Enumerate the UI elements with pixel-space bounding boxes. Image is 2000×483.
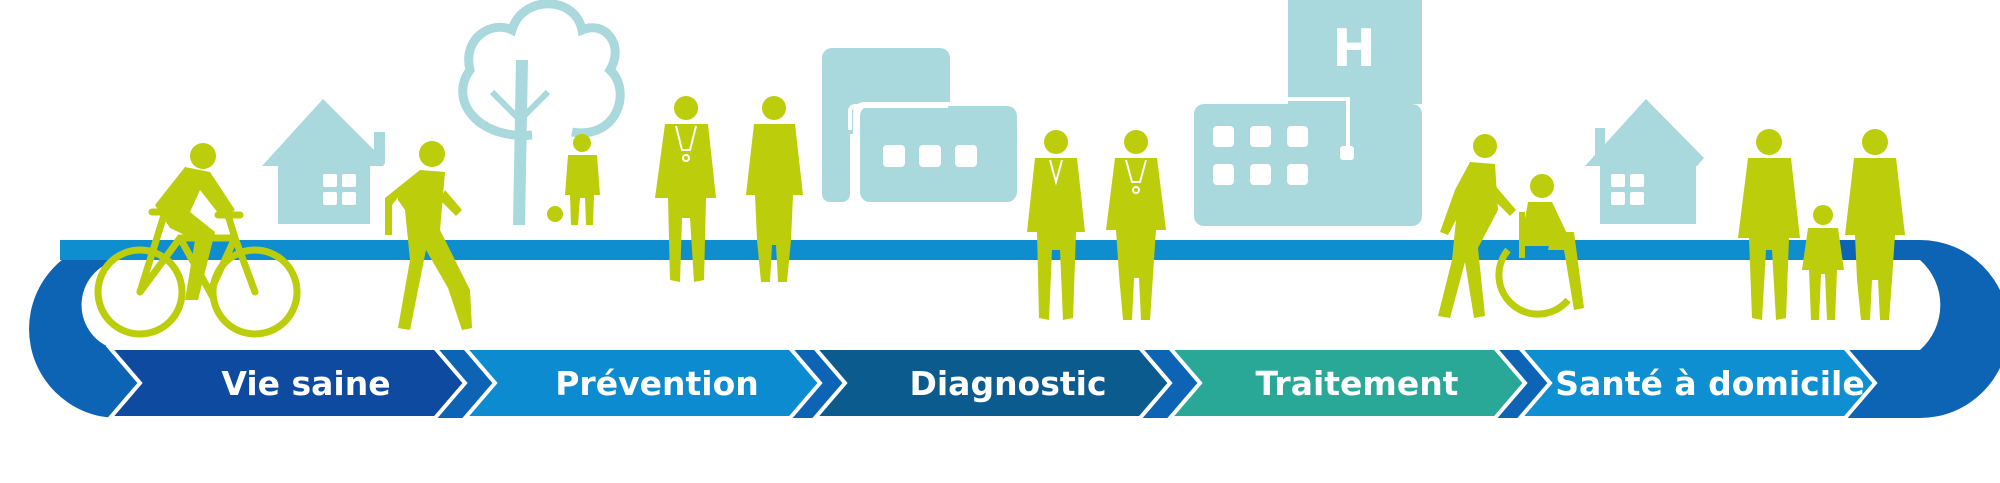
hospital-icon: H [1194, 0, 1422, 226]
house-icon [262, 99, 385, 224]
stage-label-vie-saine: Vie saine [221, 364, 390, 403]
tree-icon [458, 0, 625, 225]
family-icon [1738, 129, 1905, 320]
cyclist-icon [94, 143, 301, 338]
house-icon [1585, 99, 1704, 224]
stage-sante-a-domicile [1515, 346, 1878, 420]
child-icon [565, 134, 600, 225]
stage-traitement [1165, 346, 1528, 420]
caregiver-icon [1438, 134, 1516, 318]
stage-label-sante-a-domicile: Santé à domicile [1555, 364, 1865, 403]
nurse-icon [746, 96, 803, 282]
wheelchair-patient-icon [1495, 174, 1584, 318]
stage-label-prevention: Prévention [555, 364, 758, 403]
stage-label-traitement: Traitement [1256, 364, 1459, 403]
stage-prevention [460, 346, 823, 420]
stage-diagnostic [810, 346, 1173, 420]
stage-vie-saine [105, 346, 468, 420]
female-doctor-icon [1106, 130, 1166, 320]
doctor-icon [655, 96, 716, 282]
walking-person-icon [385, 141, 472, 330]
stage-label-diagnostic: Diagnostic [909, 364, 1106, 403]
clinic-building-icon [822, 48, 1017, 202]
hospital-sign-letter: H [1332, 19, 1376, 79]
stage-chevrons [105, 346, 1878, 420]
male-doctor-icon [1027, 130, 1085, 320]
